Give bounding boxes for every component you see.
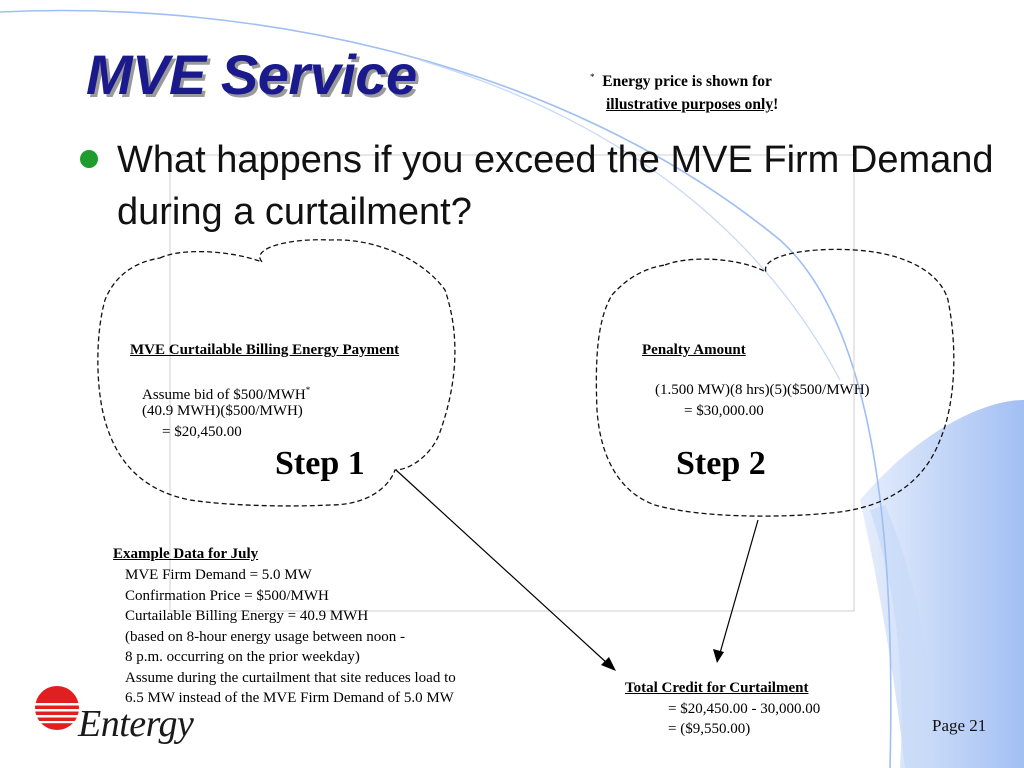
- example-line-3: Curtailable Billing Energy = 40.9 MWH: [125, 608, 369, 624]
- note-asterisk: *: [590, 72, 595, 82]
- example-line-7: 6.5 MW instead of the MVE Firm Demand of…: [125, 690, 454, 706]
- step2-line-1: (1.500 MW)(8 hrs)(5)($500/MWH): [655, 382, 870, 398]
- step1-arrow-line: [395, 469, 609, 665]
- step1-line-1: Assume bid of $500/MWH*: [142, 380, 310, 406]
- faint-frame: [169, 154, 855, 612]
- bullet-dot-icon: [80, 150, 98, 168]
- note-line-2: illustrative purposes only!: [590, 93, 778, 116]
- entergy-sun-logo-icon: [33, 686, 83, 730]
- bullet-question: What happens if you exceed the MVE Firm …: [117, 139, 994, 233]
- step2-line-2: = $30,000.00: [684, 403, 764, 419]
- entergy-logo-text: Entergy: [78, 703, 194, 745]
- blue-swoosh-band: [870, 505, 932, 768]
- illustrative-note: * Energy price is shown for illustrative…: [590, 66, 778, 116]
- blue-arc-line-2: [419, 59, 841, 381]
- step1-asterisk: *: [305, 385, 311, 395]
- note-line-1-text: Energy price is shown for: [602, 73, 772, 91]
- total-heading: Total Credit for Curtailment: [625, 680, 809, 696]
- step1-line-1-text: Assume bid of $500/MWH: [142, 387, 306, 403]
- step2-arrow-head: [713, 649, 724, 663]
- example-line-4: (based on 8-hour energy usage between no…: [125, 628, 406, 645]
- note-line-2-text: illustrative purposes only: [606, 96, 774, 114]
- example-line-2: Confirmation Price = $500/MWH: [125, 587, 329, 604]
- step2-arrow-line: [719, 519, 759, 654]
- example-line-6: Assume during the curtailment that site …: [125, 669, 456, 686]
- blue-swoosh-shape: [860, 400, 1024, 768]
- step1-heading: MVE Curtailable Billing Energy Payment: [130, 342, 400, 358]
- step2-cloud-shape: [595, 248, 955, 517]
- slide-title: MVE Service: [86, 43, 417, 106]
- total-line-2: = ($9,550.00): [668, 721, 751, 737]
- note-line-2-end: !: [773, 96, 779, 114]
- total-line-1: = $20,450.00 - 30,000.00: [668, 700, 821, 717]
- blue-arc-line: [0, 9, 892, 768]
- example-heading: Example Data for July: [113, 546, 259, 562]
- step1-cloud-shape: [97, 239, 456, 507]
- step1-arrow-head: [601, 657, 616, 671]
- example-line-5: 8 p.m. occurring on the prior weekday): [125, 649, 360, 665]
- step1-line-2: (40.9 MWH)($500/MWH): [142, 403, 303, 419]
- page-number: Page 21: [932, 716, 987, 735]
- step2-heading: Penalty Amount: [642, 342, 746, 358]
- step1-line-3: = $20,450.00: [162, 424, 242, 440]
- step1-label: Step 1: [275, 445, 365, 482]
- step2-label: Step 2: [676, 445, 766, 482]
- note-line-1: * Energy price is shown for: [590, 66, 778, 93]
- example-line-1: MVE Firm Demand = 5.0 MW: [125, 567, 312, 583]
